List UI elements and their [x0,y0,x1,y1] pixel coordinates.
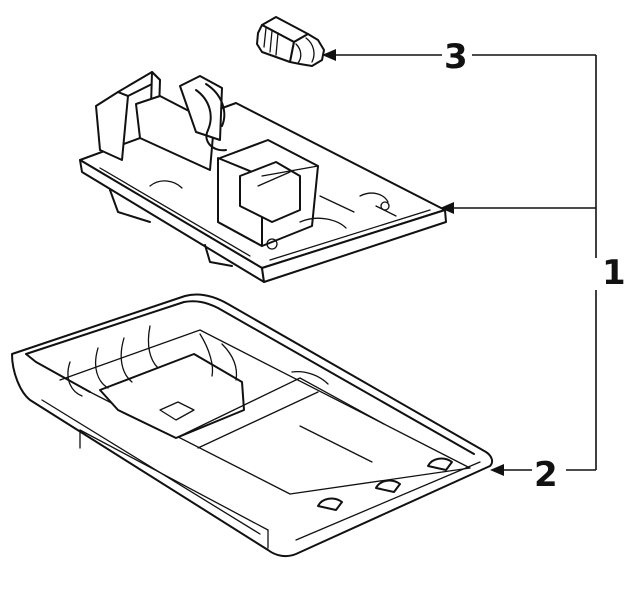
housing-part[interactable] [79,71,447,283]
lens-part[interactable] [11,293,494,558]
callout-3: 3 [444,37,468,77]
callout-2: 2 [534,455,558,495]
arrow-2 [490,464,504,476]
leader-lines [322,49,597,476]
arrow-3 [322,49,336,61]
bulb-part[interactable] [256,16,325,67]
arrow-housing [440,202,454,214]
callout-1: 1 [602,253,626,293]
